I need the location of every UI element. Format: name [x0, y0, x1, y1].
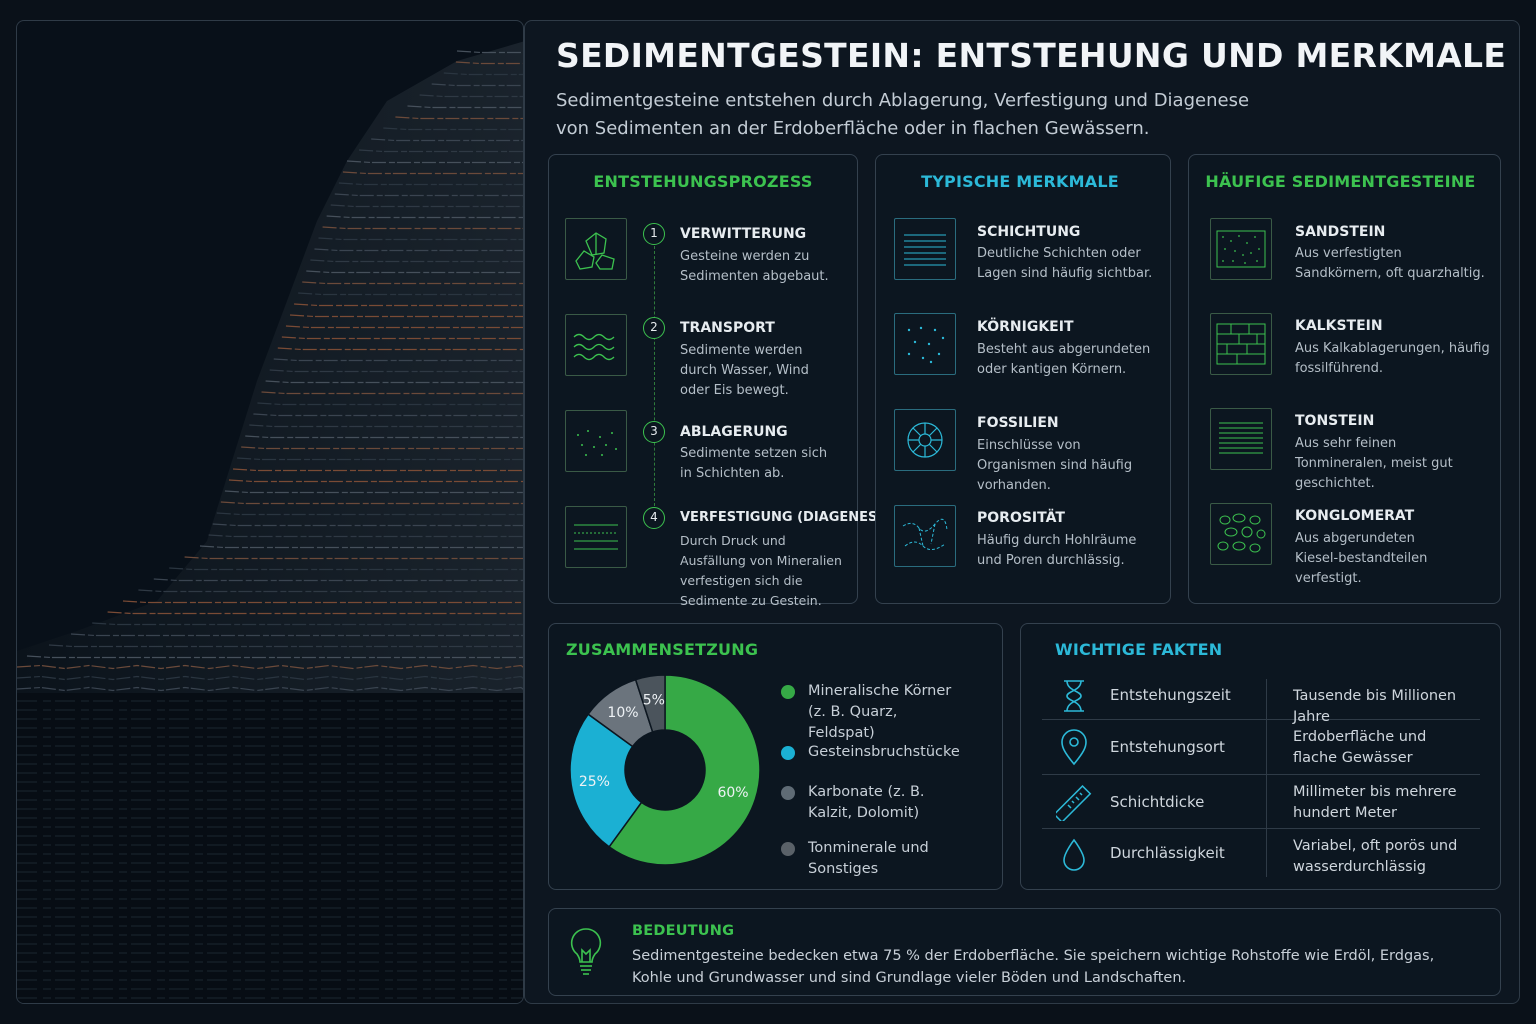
claystone-icon — [1210, 408, 1272, 470]
location-pin-icon — [1061, 729, 1087, 766]
step-title-2: TRANSPORT — [680, 320, 775, 336]
fact-label-2: Entstehungsort — [1110, 738, 1225, 756]
hourglass-icon — [1064, 680, 1084, 712]
step-number-3: 3 — [643, 421, 665, 443]
step-number-2: 2 — [643, 317, 665, 339]
significance-title: BEDEUTUNG — [632, 923, 735, 939]
donut-label-2: 25% — [579, 774, 610, 790]
features-card — [875, 154, 1171, 604]
facts-column-divider — [1266, 679, 1267, 877]
step-text-1: Gesteine werden zu Sedimenten abgebaut. — [680, 249, 829, 284]
feature-title-4: POROSITÄT — [977, 510, 1065, 526]
rock-formation-illustration — [16, 20, 524, 1004]
page-subtitle: Sedimentgesteine entstehen durch Ablager… — [556, 90, 1250, 139]
rock-text-2: Aus Kalkablagerungen, häufig fossilführe… — [1295, 341, 1490, 376]
water-drop-icon — [1063, 838, 1085, 871]
facts-card — [1020, 623, 1501, 890]
legend-label-3: Karbonate (z. B. Kalzit, Dolomit) — [808, 784, 925, 821]
process-timeline — [654, 246, 655, 506]
sandstone-icon — [1210, 218, 1272, 280]
rock-text-4: Aus abgerundeten Kiesel-bestandteilen ve… — [1295, 531, 1428, 586]
rocks-icon — [565, 218, 627, 280]
facts-divider-1 — [1042, 719, 1480, 720]
rock-title-4: KONGLOMERAT — [1295, 508, 1415, 524]
legend-dot-3 — [781, 786, 795, 800]
legend-label-4: Tonminerale und Sonstiges — [808, 840, 929, 877]
layers-icon — [565, 506, 627, 568]
fact-value-4: Variabel, oft porös und wasserdurchlässi… — [1293, 838, 1458, 875]
feature-text-4: Häufig durch Hohlräume und Poren durchlä… — [977, 533, 1137, 568]
donut-slice-2 — [569, 713, 643, 848]
grains-icon — [894, 313, 956, 375]
legend-label-1: Mineralische Körner (z. B. Quarz, Feldsp… — [808, 683, 952, 741]
donut-label-1: 60% — [717, 785, 748, 801]
legend-dot-4 — [781, 842, 795, 856]
particles-icon — [565, 410, 627, 472]
legend-dot-1 — [781, 685, 795, 699]
waves-icon — [565, 314, 627, 376]
donut-label-4: 5% — [643, 692, 665, 708]
feature-text-1: Deutliche Schichten oder Lagen sind häuf… — [977, 246, 1153, 281]
facts-divider-3 — [1042, 828, 1480, 829]
fact-label-4: Durchlässigkeit — [1110, 844, 1225, 862]
features-title: TYPISCHE MERKMALE — [921, 172, 1119, 191]
pores-icon — [894, 505, 956, 567]
rocks-title: HÄUFIGE SEDIMENTGESTEINE — [1205, 172, 1476, 191]
step-text-2: Sedimente werden durch Wasser, Wind oder… — [680, 343, 809, 398]
feature-text-2: Besteht aus abgerundeten oder kantigen K… — [977, 342, 1151, 377]
legend-dot-2 — [781, 746, 795, 760]
limestone-icon — [1210, 313, 1272, 375]
rock-title-1: SANDSTEIN — [1295, 224, 1386, 240]
ruler-icon — [1056, 785, 1092, 821]
rocks-card — [1188, 154, 1501, 604]
fact-label-3: Schichtdicke — [1110, 793, 1205, 811]
step-text-3: Sedimente setzen sich in Schichten ab. — [680, 446, 828, 481]
step-title-3: ABLAGERUNG — [680, 424, 788, 440]
conglomerate-icon — [1210, 503, 1272, 565]
process-title: ENTSTEHUNGSPROZESS — [593, 172, 813, 191]
process-card — [548, 154, 858, 604]
fossil-icon — [894, 409, 956, 471]
feature-text-3: Einschlüsse von Organismen sind häufig v… — [977, 438, 1133, 493]
fact-value-1: Tausende bis Millionen Jahre — [1293, 688, 1457, 725]
donut-slice-4 — [634, 674, 666, 733]
legend-label-2: Gesteinsbruchstücke — [808, 744, 960, 760]
fact-value-2: Erdoberfläche und flache Gewässer — [1293, 729, 1427, 766]
composition-donut-chart: 60% 25% 10% 5% — [569, 674, 761, 866]
significance-card — [548, 908, 1501, 996]
composition-title: ZUSAMMENSETZUNG — [566, 640, 759, 659]
donut-label-3: 10% — [607, 705, 638, 721]
step-number-1: 1 — [643, 223, 665, 245]
donut-slice-1 — [608, 674, 761, 866]
fact-label-1: Entstehungszeit — [1110, 686, 1231, 704]
sediment-cliff-image — [17, 41, 523, 1003]
step-title-1: VERWITTERUNG — [680, 226, 807, 242]
feature-title-1: SCHICHTUNG — [977, 224, 1081, 240]
significance-text: Sedimentgesteine bedecken etwa 75 % der … — [632, 948, 1435, 986]
facts-divider-2 — [1042, 774, 1480, 775]
fact-value-3: Millimeter bis mehrere hundert Meter — [1293, 784, 1457, 821]
rock-text-3: Aus sehr feinen Tonmineralen, meist gut … — [1295, 436, 1453, 491]
facts-title: WICHTIGE FAKTEN — [1055, 640, 1223, 659]
strata-icon — [894, 218, 956, 280]
step-number-4: 4 — [643, 507, 665, 529]
page-title: SEDIMENTGESTEIN: ENTSTEHUNG UND MERKMALE — [556, 36, 1507, 75]
step-title-4: VERFESTIGUNG (DIAGENESE) — [680, 510, 893, 525]
rock-title-3: TONSTEIN — [1295, 413, 1375, 429]
feature-title-3: FOSSILIEN — [977, 415, 1059, 431]
rock-text-1: Aus verfestigten Sandkörnern, oft quarzh… — [1295, 246, 1485, 281]
lightbulb-icon — [570, 928, 602, 975]
step-text-4: Durch Druck und Ausfällung von Mineralie… — [680, 533, 842, 608]
feature-title-2: KÖRNIGKEIT — [977, 319, 1074, 335]
rock-title-2: KALKSTEIN — [1295, 318, 1383, 334]
